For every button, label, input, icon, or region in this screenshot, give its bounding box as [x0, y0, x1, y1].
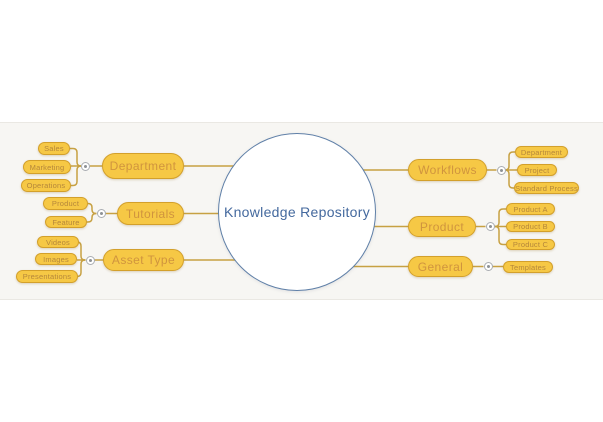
collapse-toggle-department[interactable]: [81, 161, 90, 171]
mindmap-node-operations[interactable]: Operations: [21, 179, 71, 192]
mindmap-node-feature[interactable]: Feature: [45, 216, 87, 228]
collapse-toggle-tutorials[interactable]: [96, 209, 106, 218]
mindmap-node-general[interactable]: General: [408, 256, 473, 277]
mindmap-node-product-b[interactable]: Product B: [506, 221, 555, 232]
mindmap-node-sales[interactable]: Sales: [38, 142, 70, 155]
collapse-toggle-workflows[interactable]: [496, 165, 506, 175]
mindmap-node-presentations[interactable]: Presentations: [16, 270, 78, 283]
mindmap-node-videos[interactable]: Videos: [37, 236, 79, 248]
mindmap-node-workflows[interactable]: Workflows: [408, 159, 487, 181]
mindmap-node-images[interactable]: Images: [35, 253, 77, 265]
mindmap-node-asset-type[interactable]: Asset Type: [103, 249, 184, 271]
mindmap-node-marketing[interactable]: Marketing: [23, 160, 71, 174]
collapse-toggle-product[interactable]: [485, 222, 495, 231]
mindmap-node-tutorials[interactable]: Tutorials: [117, 202, 184, 225]
mindmap-node-product-a[interactable]: Product A: [506, 203, 555, 215]
central-topic[interactable]: Knowledge Repository: [218, 133, 376, 291]
collapse-toggle-asset-type[interactable]: [85, 255, 95, 265]
mindmap-node-templates[interactable]: Templates: [503, 261, 553, 273]
collapse-toggle-general[interactable]: [483, 262, 493, 271]
mindmap-node-standard-process[interactable]: Standard Process: [514, 182, 579, 194]
mindmap-node-product[interactable]: Product: [43, 197, 88, 210]
central-topic-label: Knowledge Repository: [223, 204, 371, 220]
mindmap-node-product-c[interactable]: Product C: [506, 239, 555, 250]
mindmap-node-project[interactable]: Project: [517, 164, 557, 176]
mindmap-node-department[interactable]: Department: [515, 146, 568, 158]
mindmap-node-department[interactable]: Department: [102, 153, 184, 179]
mindmap-node-product[interactable]: Product: [408, 216, 476, 237]
